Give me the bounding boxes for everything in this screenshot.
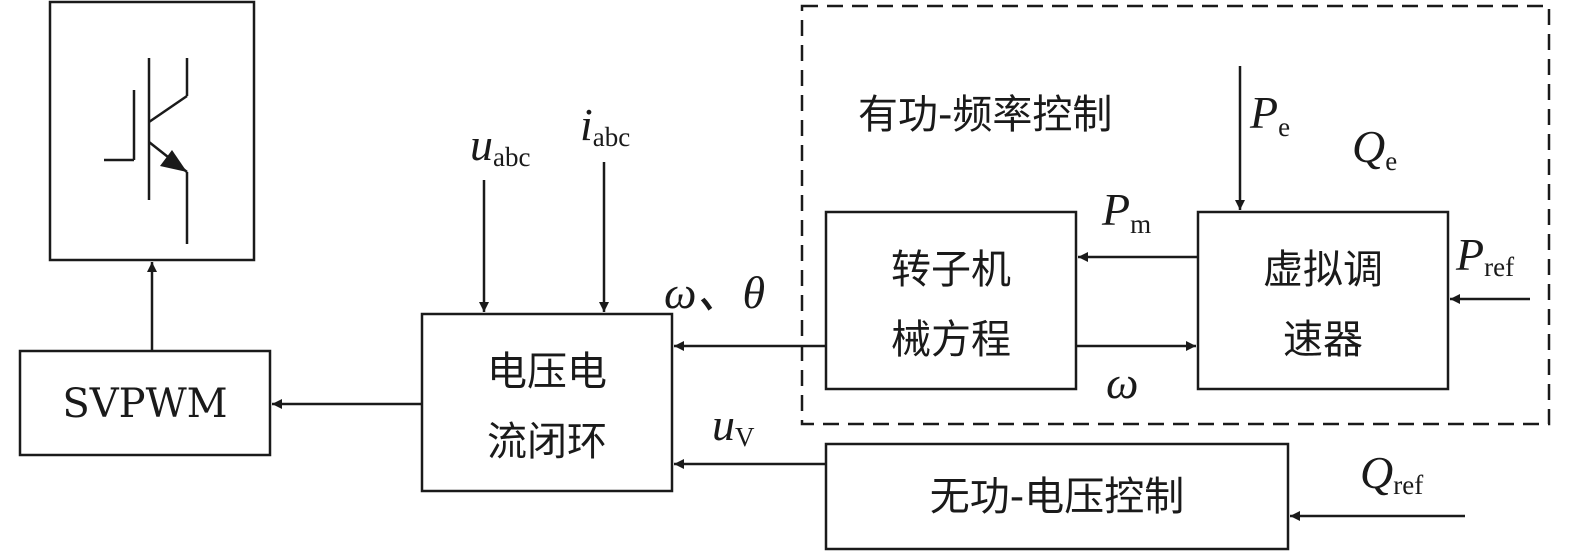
u-abc-label: uabc	[470, 119, 530, 172]
rotor-label-line1: 转子机	[891, 247, 1011, 293]
q-e-label: Qe	[1352, 121, 1397, 176]
igbt-box	[48, 0, 256, 262]
svpwm-label: SVPWM	[62, 381, 227, 427]
virtual-governor-block: 虚拟调 速器	[1196, 210, 1450, 391]
igbt-icon	[104, 58, 189, 244]
voltage-current-loop-block: 电压电 流闭环	[420, 312, 674, 493]
active-power-region	[800, 4, 1551, 426]
region-label: 有功-频率控制	[858, 92, 1112, 138]
svpwm-block: SVPWM	[18, 349, 272, 457]
omega-label: ω	[1106, 357, 1138, 408]
p-m-label: Pm	[1101, 184, 1151, 239]
governor-label-line2: 速器	[1283, 317, 1363, 363]
reactive-voltage-block: 无功-电压控制	[824, 442, 1290, 551]
vc-loop-label-line2: 流闭环	[487, 419, 607, 465]
vc-loop-label-line1: 电压电	[487, 349, 607, 395]
q-ref-label: Qref	[1360, 447, 1423, 500]
u-v-label: uV	[712, 399, 755, 452]
p-e-label: Pe	[1249, 87, 1290, 142]
p-ref-label: Pref	[1455, 229, 1514, 282]
governor-label-line1: 虚拟调	[1263, 247, 1383, 293]
i-abc-label: iabc	[580, 99, 630, 152]
reactive-label: 无功-电压控制	[930, 474, 1184, 520]
rotor-label-line2: 械方程	[891, 317, 1011, 363]
rotor-equation-block: 转子机 械方程	[824, 210, 1078, 391]
omega-theta-label: ω、θ	[664, 267, 765, 318]
